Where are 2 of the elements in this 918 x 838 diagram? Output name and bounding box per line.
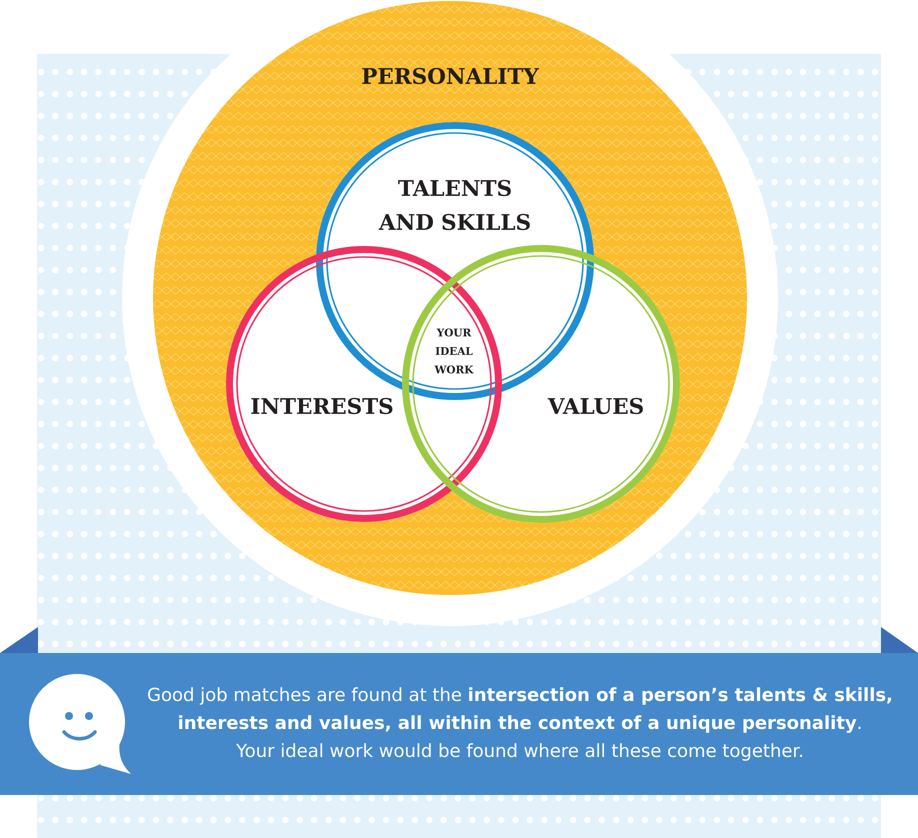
info-banner: Good job matches are found at the intersection of a person’s talents & skills, interests and values, all within the context of a unique personality. Your ideal work would be found where all these come together. <box>0 627 918 795</box>
center-label: YOUR IDEAL WORK <box>434 328 474 374</box>
